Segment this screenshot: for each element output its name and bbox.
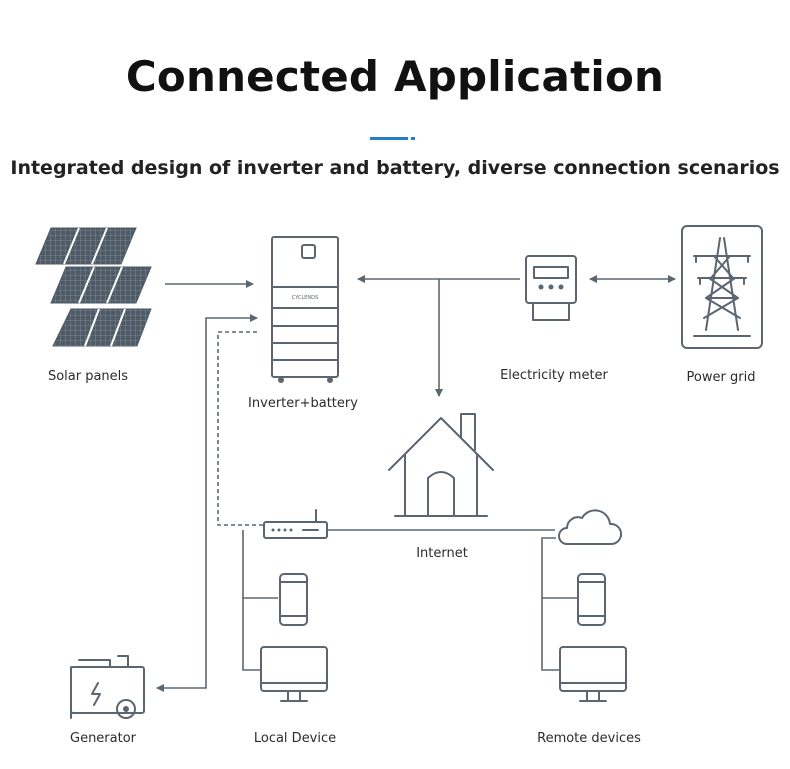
page-subtitle: Integrated design of inverter and batter… [10, 157, 780, 179]
title-accent-bar [370, 137, 408, 140]
router-local-monitor-line [242, 598, 261, 671]
electricity-meter-icon [525, 255, 577, 321]
connection-lines [156, 275, 676, 692]
remote-phone-icon [577, 573, 606, 626]
remote-monitor-icon [559, 646, 627, 702]
cloud-remote-monitor-line [541, 598, 560, 671]
local-device-label: Local Device [253, 731, 337, 746]
router-icon [263, 509, 328, 539]
inverter-brand-text: CYCLENDS [292, 295, 318, 301]
inverter-battery-icon: CYCLENDS [271, 236, 339, 383]
router-local-phone-line [242, 530, 278, 599]
solar-panels-icon [35, 227, 152, 347]
inverter-generator-line [156, 314, 258, 692]
cloud-remote-phone-line [541, 537, 578, 599]
cloud-icon [558, 509, 622, 545]
internet-label: Internet [416, 546, 468, 561]
page-title: Connected Application [125, 52, 665, 101]
power-grid-label: Power grid [686, 370, 756, 385]
inverter-battery-label: Inverter+battery [248, 396, 358, 411]
inverter-router-dashed-line [217, 331, 264, 526]
house-icon [388, 413, 494, 517]
generator-label: Generator [69, 731, 137, 746]
electricity-meter-label: Electricity meter [500, 368, 608, 383]
remote-devices-label: Remote devices [537, 731, 641, 746]
local-monitor-icon [260, 646, 328, 702]
solar-panels-label: Solar panels [47, 369, 129, 384]
title-accent-dot [411, 137, 415, 140]
power-tower-icon [681, 225, 763, 349]
local-phone-icon [279, 573, 308, 626]
generator-icon [70, 655, 145, 719]
